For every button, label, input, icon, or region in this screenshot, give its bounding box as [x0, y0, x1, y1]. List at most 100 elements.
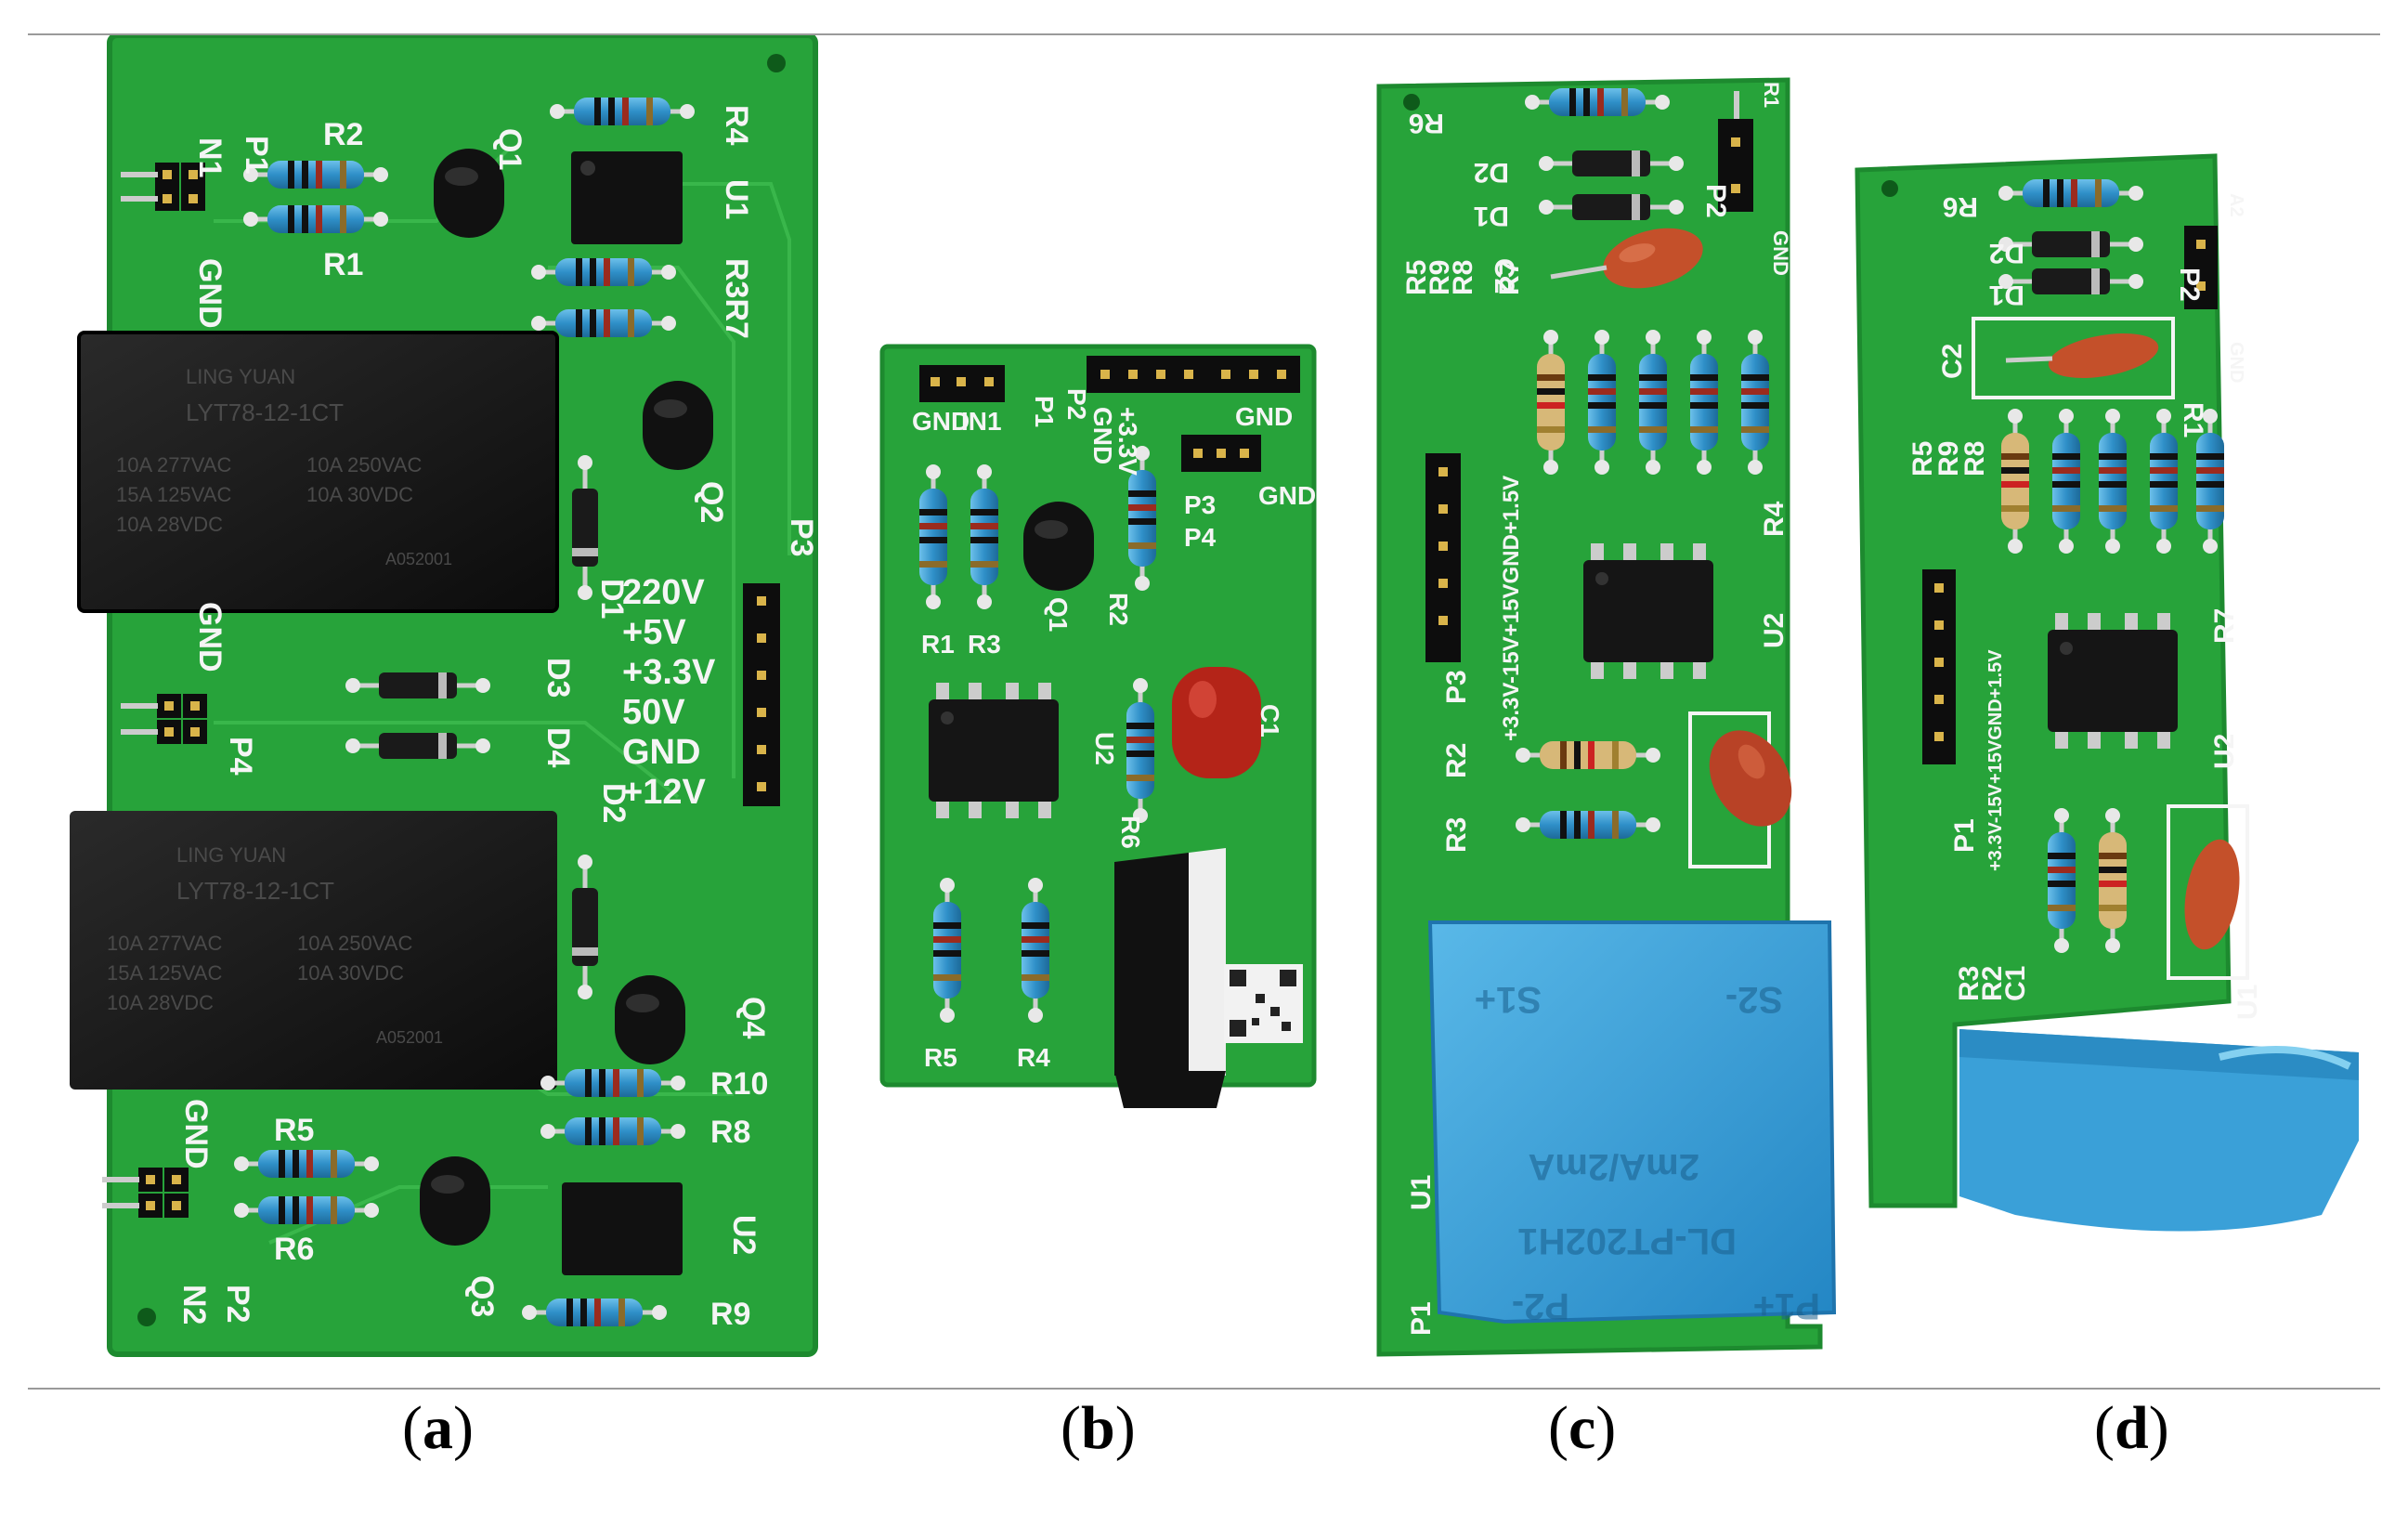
- svg-text:+3.3V: +3.3V: [622, 653, 716, 692]
- svg-text:2mA/2mA: 2mA/2mA: [1528, 1146, 1699, 1187]
- svg-text:P3: P3: [1441, 670, 1472, 704]
- board-d: R6 D2 D1 P2 A2 GND C2 R1 R5 R9 R8 R7 U2 …: [1855, 153, 2359, 1232]
- svg-text:P2-: P2-: [1512, 1286, 1569, 1326]
- relay1-model: LYT78-12-1CT: [186, 398, 344, 426]
- svg-text:LYT78-12-1CT: LYT78-12-1CT: [176, 877, 334, 905]
- svg-text:R1: R1: [2178, 402, 2208, 437]
- svg-text:P1: P1: [1406, 1301, 1437, 1336]
- svg-text:R5: R5: [1907, 441, 1938, 476]
- svg-text:R6: R6: [1409, 108, 1444, 138]
- svg-text:Q4: Q4: [735, 997, 771, 1038]
- svg-text:A052001: A052001: [385, 550, 452, 568]
- svg-text:R7: R7: [2209, 608, 2240, 644]
- svg-text:50V: 50V: [622, 693, 685, 732]
- svg-text:N2: N2: [176, 1285, 212, 1325]
- svg-text:R1: R1: [1760, 82, 1783, 108]
- svg-text:D2: D2: [1474, 157, 1509, 188]
- caption-a: (a): [402, 1394, 474, 1462]
- svg-text:U2: U2: [1090, 732, 1119, 765]
- svg-text:R6: R6: [1116, 816, 1145, 849]
- svg-text:P2: P2: [1062, 388, 1091, 420]
- caption-d: (d): [2094, 1394, 2169, 1462]
- svg-text:R6: R6: [1943, 191, 1978, 222]
- svg-text:GND: GND: [192, 602, 228, 672]
- svg-text:GND: GND: [1258, 481, 1316, 510]
- svg-text:C2: C2: [1937, 344, 1968, 379]
- svg-text:10A 250VAC: 10A 250VAC: [297, 932, 412, 955]
- svg-text:D1: D1: [1989, 280, 2024, 310]
- svg-text:10A 250VAC: 10A 250VAC: [306, 453, 422, 476]
- svg-text:R8: R8: [710, 1115, 750, 1150]
- svg-text:C1: C1: [2000, 966, 2031, 1001]
- svg-text:P1: P1: [1030, 396, 1059, 427]
- svg-text:R3: R3: [1441, 817, 1472, 853]
- svg-text:R5: R5: [274, 1113, 314, 1148]
- c-header-label: +3.3V-15V+15VGND+1.5V: [1499, 476, 1524, 741]
- svg-text:R9: R9: [1425, 260, 1455, 295]
- svg-text:A052001: A052001: [376, 1028, 443, 1047]
- svg-text:R6: R6: [274, 1232, 314, 1267]
- svg-text:R3R7: R3R7: [719, 258, 754, 339]
- svg-text:10A 277VAC: 10A 277VAC: [116, 453, 231, 476]
- svg-text:R2: R2: [1441, 743, 1472, 778]
- svg-text:U2: U2: [726, 1215, 761, 1255]
- svg-text:GND: GND: [178, 1099, 214, 1169]
- svg-text:C1: C1: [1256, 704, 1284, 737]
- svg-text:P1+: P1+: [1753, 1286, 1820, 1326]
- svg-text:P2: P2: [220, 1285, 255, 1324]
- svg-text:R1: R1: [921, 630, 955, 659]
- svg-text:S2-: S2-: [1725, 979, 1783, 1020]
- svg-text:D4: D4: [540, 727, 576, 768]
- svg-text:Q1: Q1: [1044, 597, 1073, 632]
- svg-text:R8: R8: [1959, 441, 1990, 476]
- svg-text:U1: U1: [1406, 1175, 1437, 1210]
- bottom-rule: [28, 1388, 2380, 1390]
- svg-text:+3.3V: +3.3V: [1113, 407, 1142, 476]
- svg-text:N1: N1: [192, 137, 228, 177]
- svg-text:GND: GND: [1769, 230, 1792, 276]
- svg-text:D1: D1: [1474, 201, 1509, 231]
- svg-text:R3: R3: [1954, 966, 1985, 1001]
- svg-text:P4: P4: [223, 737, 258, 776]
- svg-text:D2: D2: [1989, 238, 2024, 268]
- svg-text:DL-PT202H1: DL-PT202H1: [1517, 1220, 1737, 1261]
- svg-text:GND: GND: [1235, 402, 1293, 431]
- board-b: GND IN1 P1 P2 +3.3V GND GND GND P3 P4 R1…: [879, 344, 1317, 1108]
- svg-text:R10: R10: [710, 1066, 768, 1102]
- svg-text:P1: P1: [1949, 818, 1980, 853]
- svg-text:GND: GND: [2226, 342, 2246, 383]
- svg-text:+5V: +5V: [622, 613, 686, 652]
- svg-text:15A 125VAC: 15A 125VAC: [116, 483, 231, 506]
- svg-text:D3: D3: [540, 658, 576, 698]
- svg-text:10A 28VDC: 10A 28VDC: [107, 991, 214, 1014]
- svg-text:GND: GND: [1088, 407, 1117, 464]
- svg-text:P2: P2: [1700, 184, 1731, 218]
- board-a: LING YUAN LYT78-12-1CT 10A 277VAC 10A 25…: [70, 35, 819, 1357]
- svg-text:P4: P4: [1184, 523, 1217, 552]
- svg-text:P1: P1: [239, 136, 274, 175]
- svg-text:R7: R7: [1494, 260, 1525, 295]
- svg-text:U1: U1: [719, 179, 754, 219]
- svg-text:U2: U2: [1759, 613, 1790, 648]
- svg-text:LING YUAN: LING YUAN: [176, 843, 286, 867]
- svg-text:P3: P3: [784, 518, 819, 557]
- svg-text:R2: R2: [1104, 593, 1133, 626]
- svg-text:10A 28VDC: 10A 28VDC: [116, 513, 223, 536]
- top-rule: [28, 33, 2380, 35]
- svg-text:R2: R2: [323, 117, 363, 152]
- svg-text:U2: U2: [2209, 734, 2240, 769]
- power-labels: 220V +5V +3.3V 50V GND +12V: [622, 573, 716, 812]
- board-c: DL-PT202H1 2mA/2mA S1+ S2- P1+ P2- R6 D2…: [1376, 77, 1837, 1357]
- svg-text:D2: D2: [596, 783, 631, 823]
- svg-text:GND: GND: [912, 407, 970, 436]
- svg-text:220V: 220V: [622, 573, 705, 612]
- svg-text:10A 277VAC: 10A 277VAC: [107, 932, 222, 955]
- svg-text:GND: GND: [192, 258, 228, 329]
- svg-text:+12V: +12V: [622, 773, 706, 812]
- svg-text:P2: P2: [2174, 268, 2205, 302]
- svg-text:R5: R5: [924, 1043, 957, 1072]
- caption-c: (c): [1548, 1394, 1617, 1462]
- svg-text:R5: R5: [1401, 260, 1432, 295]
- svg-text:A2: A2: [2226, 193, 2246, 217]
- svg-text:Q3: Q3: [464, 1275, 500, 1317]
